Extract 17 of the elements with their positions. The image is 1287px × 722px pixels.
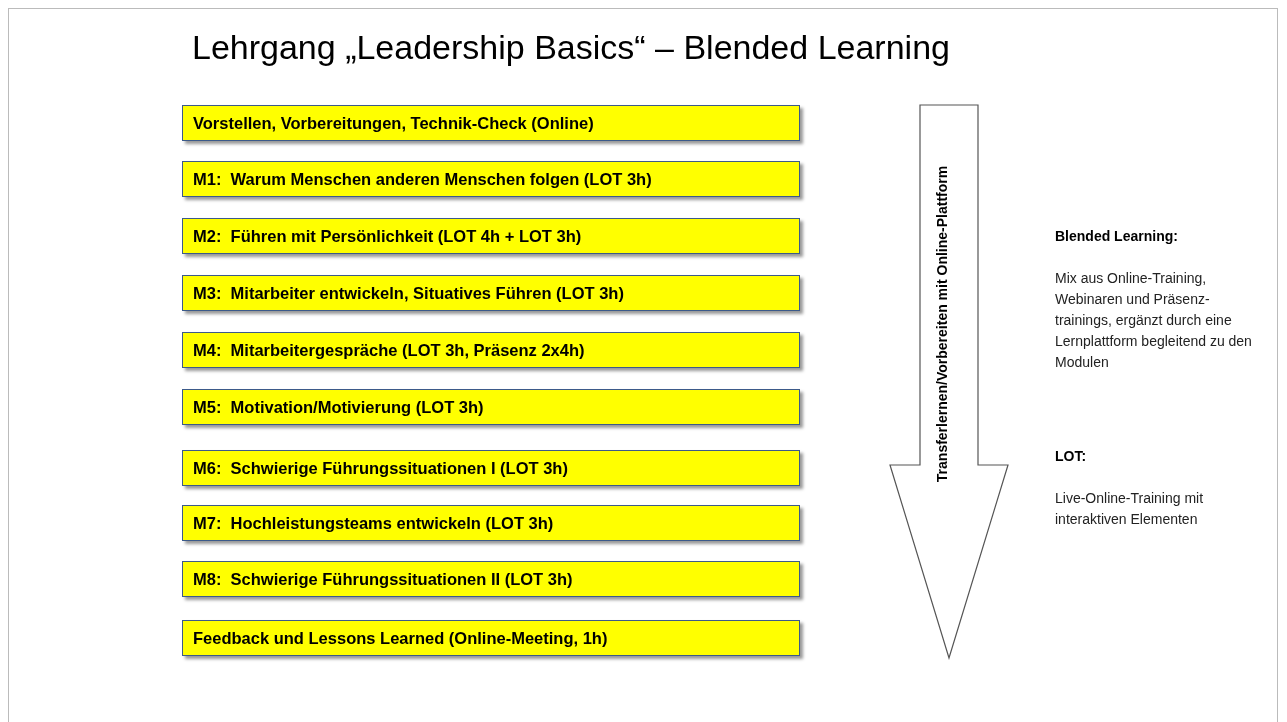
module-box: Feedback und Lessons Learned (Online-Meeting, 1h) [182, 620, 800, 656]
module-box: M1: Warum Menschen anderen Menschen folgen (LOT 3h) [182, 161, 800, 197]
legend-text: Live-Online-Training mit interaktiven Elementen [1055, 489, 1205, 529]
module-box: M2: Führen mit Persönlichkeit (LOT 4h + LOT 3h) [182, 218, 800, 254]
title: Lehrgang „Leadership Basics“ – Blended Learning [192, 28, 950, 67]
down-arrow-shape [888, 104, 1010, 660]
legend-text: Mix aus Online-Training, Webinaren und Präsenz-trainings, ergänzt durch eine Lernplattform begleitend zu den Modulen [1055, 269, 1253, 372]
legend-heading: Blended Learning: [1055, 227, 1179, 246]
arrow-text: Transferlernen/Vorbereiten mit Online-Plattform [934, 165, 950, 483]
module-box: Vorstellen, Vorbereitungen, Technik-Check (Online) [182, 105, 800, 141]
module-box: M5: Motivation/Motivierung (LOT 3h) [182, 389, 800, 425]
module-box: M3: Mitarbeiter entwickeln, Situatives Führen (LOT 3h) [182, 275, 800, 311]
module-box: M8: Schwierige Führungssituationen II (LOT 3h) [182, 561, 800, 597]
module-box: M7: Hochleistungsteams entwickeln (LOT 3h) [182, 505, 800, 541]
module-box: M6: Schwierige Führungssituationen I (LOT 3h) [182, 450, 800, 486]
legend-heading: LOT: [1055, 447, 1088, 466]
module-box: M4: Mitarbeitergespräche (LOT 3h, Präsenz 2x4h) [182, 332, 800, 368]
